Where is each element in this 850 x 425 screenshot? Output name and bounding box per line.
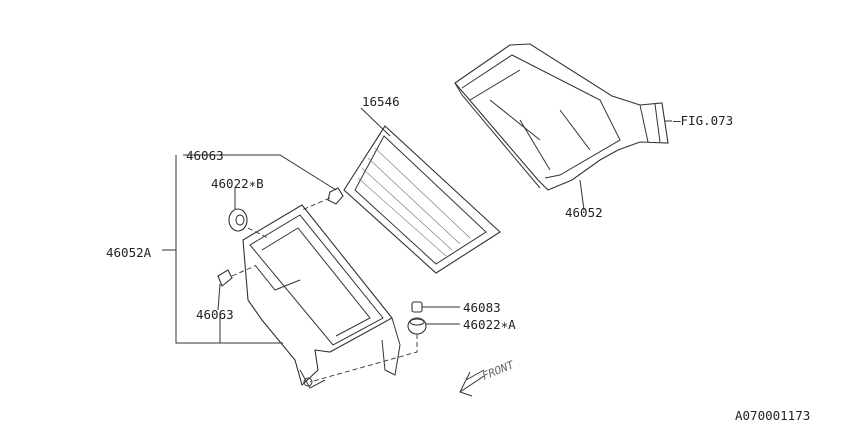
label-46052a: 46052A [106,245,152,260]
clip-upper[interactable] [327,187,344,205]
label-46063-lower: 46063 [196,307,234,322]
front-arrow: FRONT [459,358,517,397]
label-46022-b: 46022∗B [211,176,264,191]
bolt-hole [303,377,313,387]
grommet-a[interactable] [407,317,427,335]
upper-case-46052[interactable] [454,43,669,191]
air-filter-16546[interactable] [343,125,501,274]
label-16546: 16546 [362,94,400,109]
grommet-b[interactable] [228,208,248,232]
label-46083: 46083 [463,300,501,315]
leader-lines [162,107,672,344]
lower-case-46052A[interactable] [242,204,401,389]
fig-reference-link[interactable]: —FIG.073 [673,113,733,128]
label-46022-a: 46022∗A [463,317,516,332]
clip-lower[interactable] [217,269,233,287]
label-46063-upper: 46063 [186,148,224,163]
front-label: FRONT [480,358,517,383]
diagram-id: A070001173 [735,408,810,423]
label-46052: 46052 [565,205,603,220]
cap-46083[interactable] [411,301,423,313]
